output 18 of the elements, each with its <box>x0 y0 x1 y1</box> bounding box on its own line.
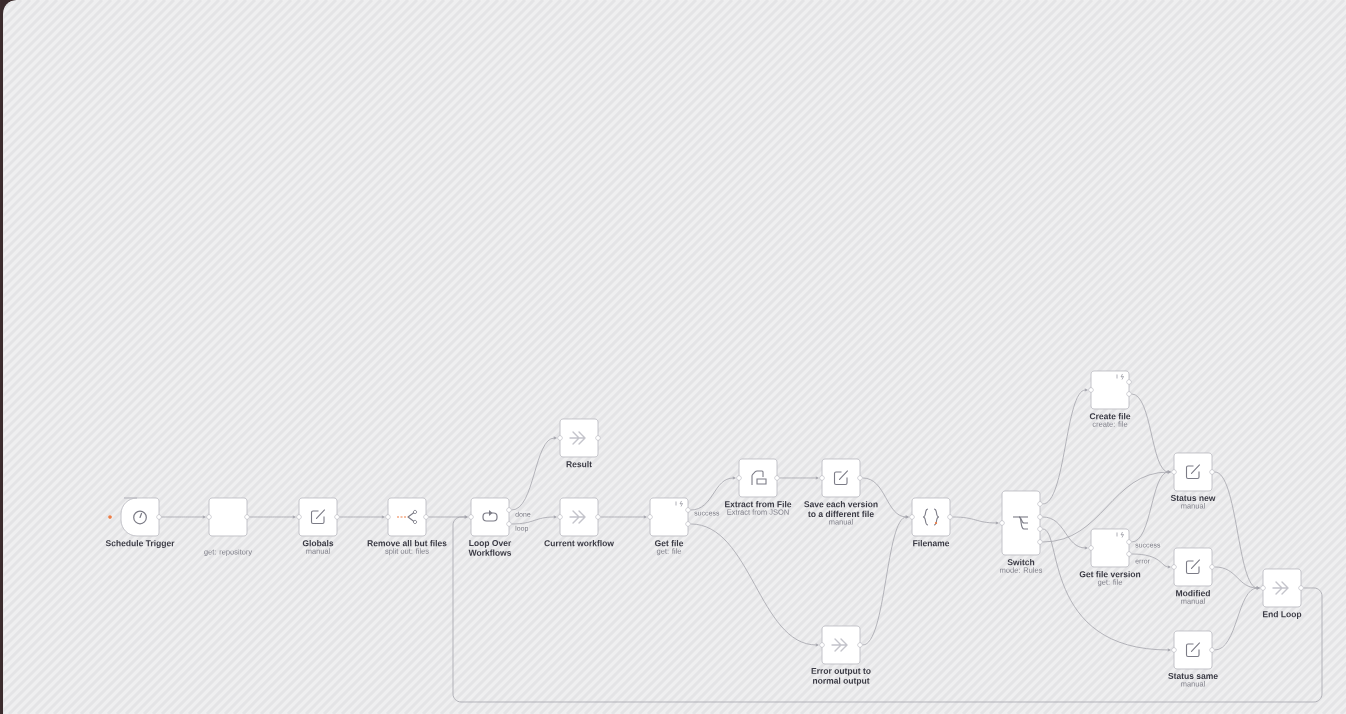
node-title: Schedule Trigger <box>105 540 175 548</box>
node-title: Error output to normal output <box>811 668 871 686</box>
node-title: Filename <box>913 540 950 547</box>
node-title: Get file version <box>1079 571 1141 578</box>
node-title: Remove all but files <box>367 540 447 547</box>
node-title: Save each version to a different file <box>804 501 878 517</box>
node-title: Current workflow <box>544 540 614 547</box>
node-title: Result <box>566 461 592 468</box>
node-title: Switch <box>1007 559 1035 566</box>
node-title: Modified <box>1176 590 1210 597</box>
node-title: End Loop <box>1263 611 1302 619</box>
node-title: Get file <box>654 540 684 547</box>
node-title: Loop Over Workflows <box>468 540 512 556</box>
node-title: Globals <box>302 540 334 547</box>
node-title: Status same <box>1168 673 1218 679</box>
node-title: Status new <box>1170 495 1216 501</box>
node-title: Create file <box>1089 413 1131 420</box>
node-title: Extract from File <box>725 501 792 508</box>
